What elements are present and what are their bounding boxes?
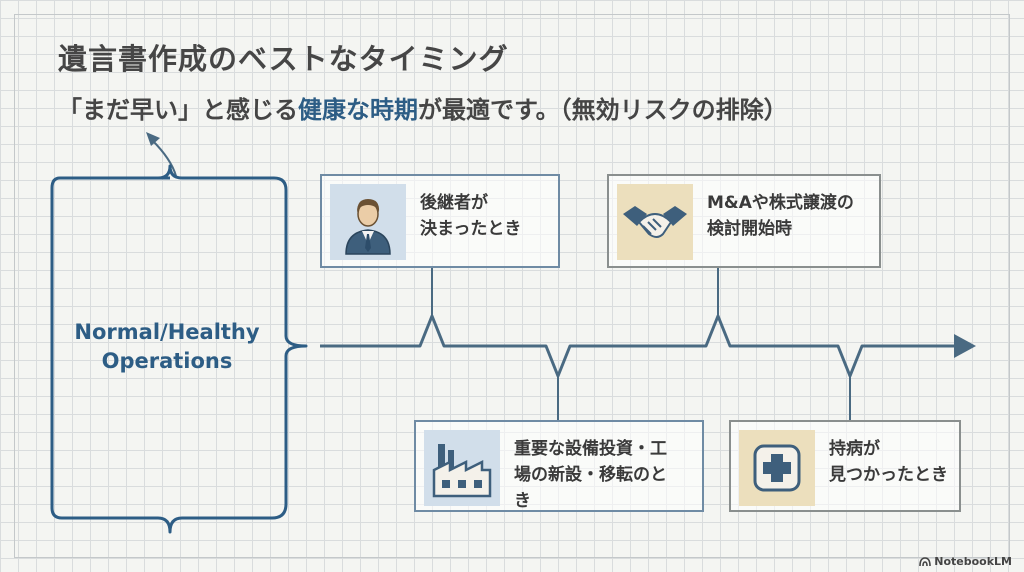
factory-icon (432, 444, 492, 498)
event-line: 重要な設備投資・工 (514, 439, 667, 459)
icon-box (739, 430, 815, 506)
event-line: 場の新設・移転のと (514, 465, 667, 485)
brace-label-line2: Operations (101, 349, 233, 373)
event-line: M&Aや株式譲渡の (707, 193, 854, 213)
brace-label: Normal/Healthy Operations (62, 318, 272, 376)
handshake-icon (623, 206, 687, 238)
event-card-successor: 後継者が 決まったとき (320, 174, 560, 268)
icon-box (424, 430, 500, 506)
timeline-line (320, 314, 956, 378)
pointer-arrow (151, 139, 177, 177)
icon-box (617, 184, 693, 260)
event-line: 後継者が (420, 193, 488, 213)
event-card-illness: 持病が 見つかったとき (729, 420, 961, 512)
event-line: 決まったとき (420, 219, 522, 239)
subtitle-part2: が最適です。（無効リスクの排除） (418, 96, 788, 124)
event-text-investment: 重要な設備投資・工 場の新設・移転のと き (514, 436, 667, 514)
page-title: 遺言書作成のベストなタイミング (58, 42, 509, 76)
event-line: き (514, 491, 531, 511)
logo-text: NotebookLM (934, 555, 1012, 568)
event-card-investment: 重要な設備投資・工 場の新設・移転のと き (414, 420, 704, 512)
icon-box (330, 184, 406, 260)
brace-label-line1: Normal/Healthy (74, 320, 260, 344)
curly-brace (50, 164, 308, 534)
event-line: 見つかったとき (829, 465, 948, 485)
event-text-successor: 後継者が 決まったとき (420, 190, 521, 242)
notebooklm-logo: NotebookLM (919, 555, 1012, 568)
event-line: 検討開始時 (707, 219, 792, 239)
event-text-ma: M&Aや株式譲渡の 検討開始時 (707, 190, 854, 242)
event-line: 持病が (829, 439, 880, 459)
businessman-icon (345, 199, 391, 255)
event-card-ma: M&Aや株式譲渡の 検討開始時 (607, 174, 881, 268)
notebooklm-logo-icon (919, 556, 932, 566)
event-text-illness: 持病が 見つかったとき (829, 436, 948, 488)
medical-cross-icon (753, 444, 801, 492)
page-subtitle: 「まだ早い」と感じる健康な時期が最適です。（無効リスクの排除） (58, 90, 788, 125)
timeline-arrowhead (954, 334, 976, 358)
subtitle-highlight: 健康な時期 (298, 96, 418, 124)
subtitle-part1: 「まだ早い」と感じる (58, 96, 298, 124)
pointer-arrow-head (146, 132, 160, 146)
